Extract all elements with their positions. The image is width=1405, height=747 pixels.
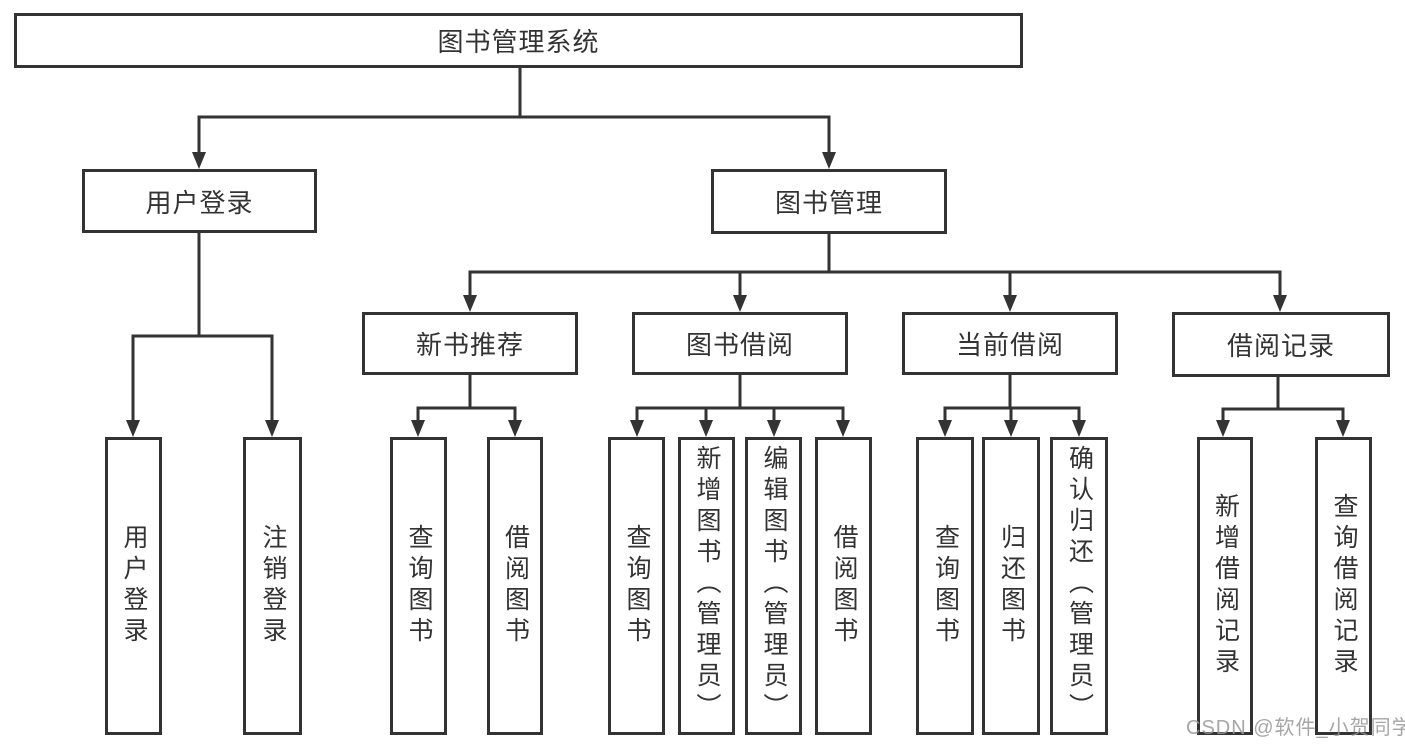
leaf-add-book-admin: 新增图书（管理员） xyxy=(678,437,735,735)
leaf-logout: 注销登录 xyxy=(243,437,302,735)
leaf-query-borrow-record: 查询借阅记录 xyxy=(1315,437,1372,735)
leaf-confirm-return-admin: 确认归还（管理员） xyxy=(1050,437,1108,735)
node-book-borrowing: 图书借阅 xyxy=(632,312,848,375)
node-label: 借阅记录 xyxy=(1226,331,1335,361)
node-label: 查询图书 xyxy=(931,524,960,648)
node-label: 借阅图书 xyxy=(501,524,530,648)
node-label: 查询借阅记录 xyxy=(1330,493,1358,679)
node-label: 新书推荐 xyxy=(415,330,524,360)
csdn-watermark: CSDN @软件_小贺同学 xyxy=(1186,717,1405,739)
node-label: 新增借阅记录 xyxy=(1211,493,1240,679)
node-label: 新增图书（管理员） xyxy=(693,445,721,724)
node-label: 当前借阅 xyxy=(955,330,1064,360)
node-library-management-system: 图书管理系统 xyxy=(14,13,1023,68)
leaf-query-books-current: 查询图书 xyxy=(916,437,974,735)
leaf-user-login: 用户登录 xyxy=(105,437,162,735)
leaf-add-borrow-record: 新增借阅记录 xyxy=(1197,437,1253,735)
node-label: 注销登录 xyxy=(259,524,287,648)
node-new-book-recommend: 新书推荐 xyxy=(362,312,578,375)
node-label: 查询图书 xyxy=(623,524,651,648)
leaf-return-book: 归还图书 xyxy=(982,437,1040,735)
leaf-borrow-books-recommend: 借阅图书 xyxy=(487,437,543,735)
node-label: 用户登录 xyxy=(120,524,148,648)
leaf-query-books-recommend: 查询图书 xyxy=(390,437,447,735)
leaf-edit-book-admin: 编辑图书（管理员） xyxy=(745,437,802,735)
leaf-borrow-books: 借阅图书 xyxy=(815,437,872,735)
node-label: 确认归还（管理员） xyxy=(1065,445,1094,724)
node-borrowing-records: 借阅记录 xyxy=(1172,312,1390,377)
node-book-management: 图书管理 xyxy=(711,169,947,234)
node-label: 借阅图书 xyxy=(830,524,858,648)
node-label: 查询图书 xyxy=(405,524,433,648)
node-user-login: 用户登录 xyxy=(82,169,317,233)
node-label: 图书管理 xyxy=(774,188,883,218)
node-label: 用户登录 xyxy=(145,187,254,218)
leaf-query-books-borrowing: 查询图书 xyxy=(608,437,665,735)
node-current-borrowing: 当前借阅 xyxy=(902,312,1118,375)
node-label: 编辑图书（管理员） xyxy=(760,445,788,724)
node-label: 归还图书 xyxy=(997,524,1026,648)
node-label: 图书借阅 xyxy=(685,330,794,360)
node-label: 图书管理系统 xyxy=(437,27,600,57)
